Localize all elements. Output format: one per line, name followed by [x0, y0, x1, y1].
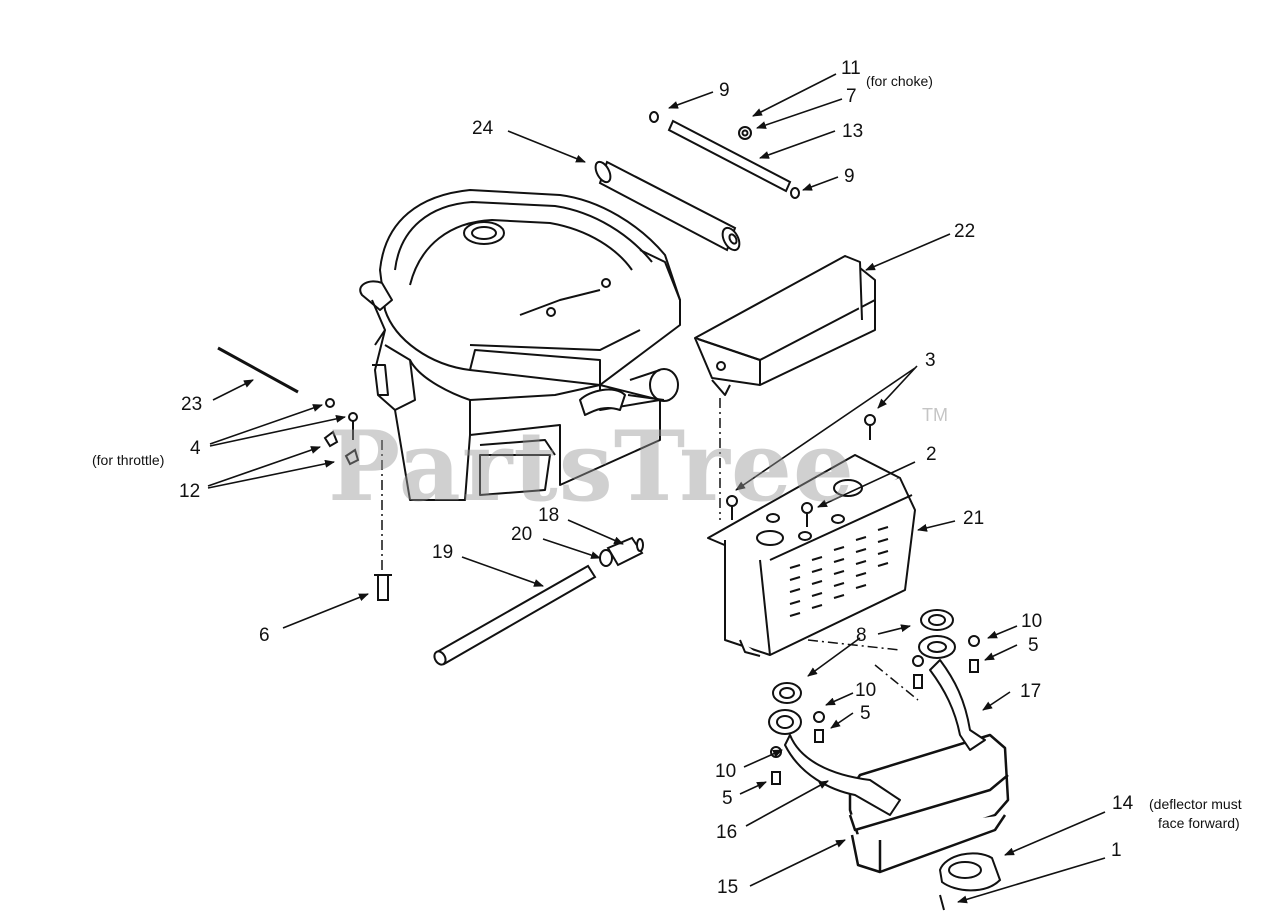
deflector-14 [938, 852, 1002, 892]
callout-5: 5 [722, 788, 733, 809]
callout-10: 10 [855, 680, 877, 701]
callout-23: 23 [181, 394, 203, 415]
callout-19: 19 [432, 542, 454, 563]
callout-13: 13 [842, 121, 864, 142]
exhaust-pipes [768, 609, 986, 816]
note-for-throttle: (for throttle) [92, 452, 165, 468]
callout-14: 14 [1112, 793, 1134, 814]
callout-3: 3 [925, 350, 936, 371]
callout-12: 12 [179, 481, 201, 502]
callout-10: 10 [715, 761, 737, 782]
note-deflector-line1: (deflector must [1149, 796, 1242, 812]
callout-21: 21 [963, 508, 985, 529]
pipe-19 [433, 536, 644, 666]
callout-5: 5 [1028, 635, 1039, 656]
callout-7: 7 [846, 86, 857, 107]
trademark-mark: TM [922, 405, 948, 425]
watermark-text: PartsTree [328, 410, 855, 523]
callout-8: 8 [856, 625, 867, 646]
note-deflector-line2: face forward) [1158, 815, 1240, 831]
callout-6: 6 [259, 625, 270, 646]
callout-17: 17 [1020, 681, 1042, 702]
callout-10: 10 [1021, 611, 1043, 632]
callout-24: 24 [472, 118, 494, 139]
callout-2: 2 [926, 444, 937, 465]
callout-22: 22 [954, 221, 976, 242]
callout-20: 20 [511, 524, 533, 545]
callout-9: 9 [719, 80, 730, 101]
callout-15: 15 [717, 877, 739, 898]
muffler-15 [848, 733, 1010, 874]
callout-18: 18 [538, 505, 560, 526]
alignment-lines [381, 398, 919, 701]
tube-24 [594, 160, 741, 252]
shield-22 [694, 255, 876, 396]
engine-illustration [359, 189, 681, 501]
callout-4: 4 [190, 438, 201, 459]
callout-16: 16 [716, 822, 738, 843]
callout-11: 11 [841, 58, 861, 79]
callout-9: 9 [844, 166, 855, 187]
note-for-choke: (for choke) [866, 73, 933, 89]
callout-5: 5 [860, 703, 871, 724]
callout-1: 1 [1111, 840, 1122, 861]
leader-lines [207, 73, 1106, 904]
rod-13 [649, 111, 800, 199]
